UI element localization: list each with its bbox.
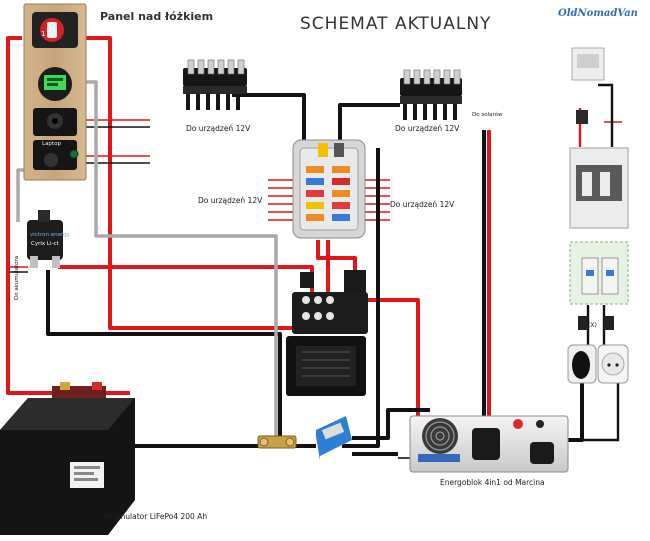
fuses <box>306 166 350 221</box>
busbar-top-left <box>183 59 247 110</box>
ac-mini-schematic <box>571 47 605 124</box>
black-wire-ac-out <box>568 380 584 442</box>
battery-switch[interactable]: 1 <box>32 12 78 48</box>
black-wire-top-right-busbar <box>338 103 400 140</box>
panel-title: Panel nad łóżkiem <box>100 10 214 23</box>
grey-wire-panel-left <box>16 168 24 222</box>
busbar-top-right <box>400 69 462 120</box>
red-wire-panel-left <box>6 36 52 395</box>
black-wire-shunt-inverter <box>352 408 430 440</box>
energoblok-inverter <box>409 415 569 473</box>
indicator-led <box>69 149 79 159</box>
diagram-title: SCHEMAT AKTUALNY <box>300 14 492 34</box>
black-wire-cyrix <box>46 270 282 440</box>
lifepo4-battery <box>0 382 135 535</box>
label-to-battery: Do akumulatora <box>14 255 20 300</box>
inverter-label: Energoblok 4in1 od Marcina <box>440 478 545 487</box>
ac-connectors: (X) <box>578 316 614 330</box>
fuse-box <box>292 139 366 239</box>
battery-label: Akumulator LiFePo4 200 Ah <box>104 512 208 521</box>
ac-socket-right <box>597 344 629 384</box>
cyrix-model: Cyrix Li-ct <box>31 241 59 247</box>
red-wire-panel-right <box>86 36 300 330</box>
battery-monitor-display <box>38 67 72 101</box>
laptop-socket-label: Laptop <box>42 141 61 147</box>
socket-usb-laptop[interactable] <box>33 140 77 170</box>
svg-text:1: 1 <box>41 30 45 38</box>
label-devices-mid-left: Do urządzeń 12V <box>198 196 263 205</box>
black-wire-top-busbar <box>232 93 306 140</box>
shunt <box>257 435 297 449</box>
label-devices-top-left: Do urządzeń 12V <box>186 124 251 133</box>
label-devices-mid-right: Do urządzeń 12V <box>390 200 455 209</box>
distribution-block <box>316 416 352 460</box>
grey-wire-monitor <box>82 80 278 440</box>
signal-wires <box>16 80 278 440</box>
cyrix-relay <box>27 210 63 268</box>
cyrix-brand: victron energy <box>30 232 70 238</box>
ac-breakers <box>569 241 629 305</box>
label-to-solar: Do solarów <box>472 112 503 118</box>
svg-text:(X): (X) <box>588 322 597 329</box>
socket-12v-top[interactable] <box>33 108 77 136</box>
label-devices-top-right: Do urządzeń 12V <box>395 124 460 133</box>
black-wire-fuse-down <box>342 148 380 448</box>
breaker-block <box>286 270 368 396</box>
control-panel: 1 <box>23 3 87 181</box>
ac-socket-left <box>567 344 597 384</box>
red-wire-cyrix-busbar <box>58 265 314 292</box>
ac-distribution-box <box>569 147 629 229</box>
brand-logo: OldNomadVan <box>558 8 638 19</box>
